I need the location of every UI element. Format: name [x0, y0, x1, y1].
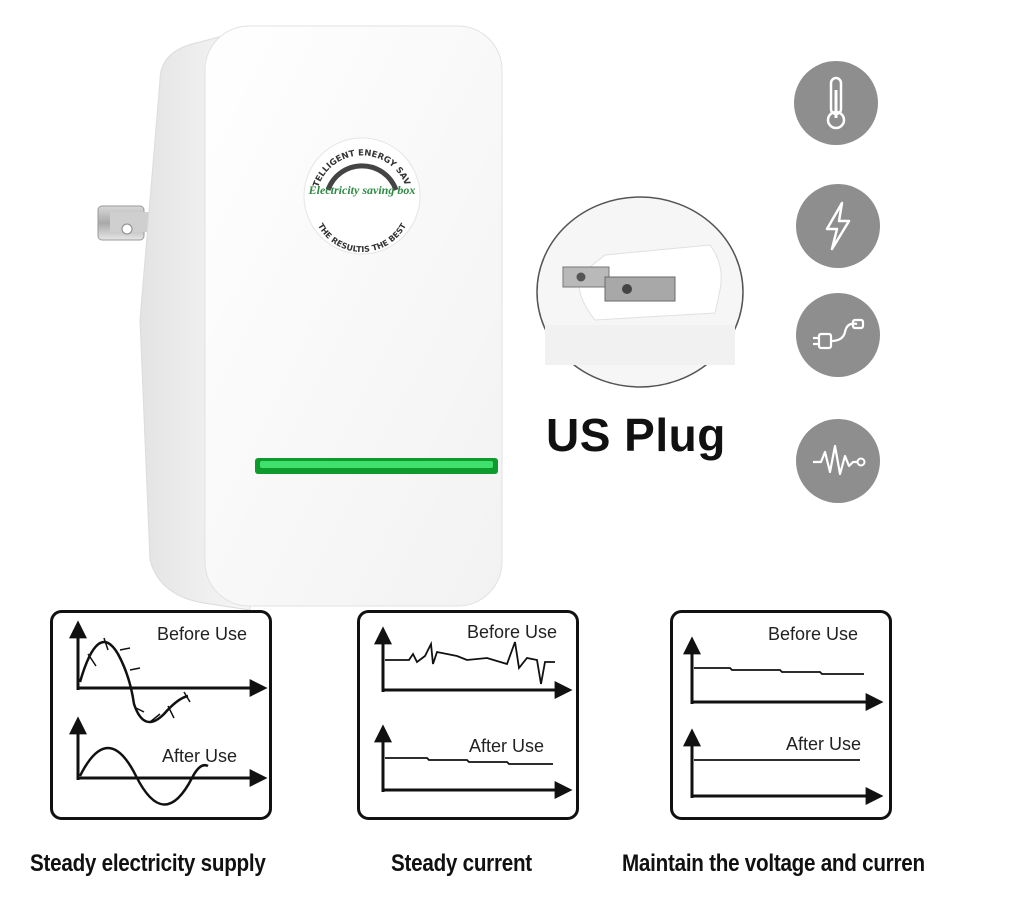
caption-row: Steady electricity supply Steady current… — [0, 840, 945, 890]
device-front — [204, 25, 503, 607]
lightning-icon — [796, 184, 880, 268]
badge-title: Electricity saving box — [308, 183, 416, 197]
caption-maintain-voltage: Maintain the voltage and curren — [622, 850, 925, 877]
thermometer-icon — [794, 61, 878, 145]
before-use-label: Before Use — [768, 624, 858, 644]
caption-steady-current: Steady current — [391, 850, 532, 877]
after-use-label: After Use — [786, 734, 861, 754]
waveform-icon — [796, 419, 880, 503]
panel-steady-supply: Before Use After Use — [50, 610, 272, 820]
plug-prongs — [97, 205, 150, 241]
before-use-label: Before Use — [467, 622, 557, 642]
energy-saver-device: INTELLIGENT ENERGY SAVER Electricity sav… — [90, 20, 503, 611]
after-use-label: After Use — [162, 746, 237, 766]
before-use-label: Before Use — [157, 624, 247, 644]
us-plug-label: US Plug — [546, 409, 726, 461]
green-indicator-light — [255, 458, 498, 474]
panel-maintain-voltage: Before Use After Use — [670, 610, 892, 820]
plug-cable-icon — [796, 293, 880, 377]
prong-right — [604, 276, 676, 302]
after-use-label: After Use — [469, 736, 544, 756]
prong-left — [562, 266, 610, 288]
panel-steady-current: Before Use After Use — [357, 610, 579, 820]
caption-steady-supply: Steady electricity supply — [30, 850, 266, 877]
plug-closeup — [536, 196, 744, 388]
